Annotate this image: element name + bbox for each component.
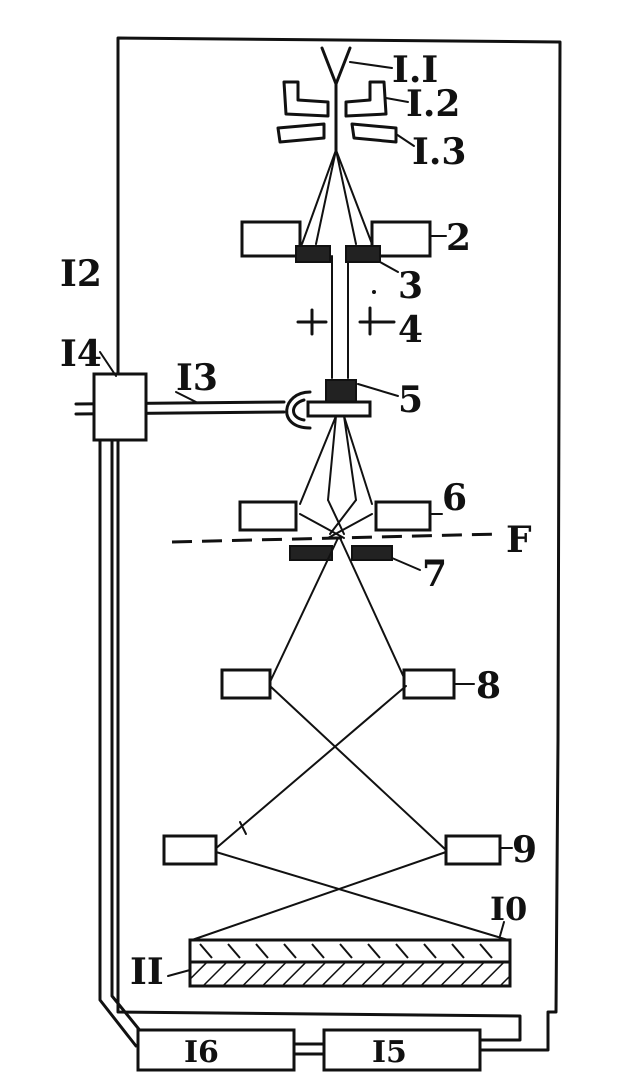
projector-lens-left [162,834,218,866]
cable [98,438,148,1048]
beam-upper [301,149,373,379]
label-8: 8 [476,665,501,707]
label-1-2: I.2 [406,83,460,125]
leader-11 [167,969,191,977]
leader-10 [499,921,505,937]
leader-3 [379,261,399,273]
leader-1-2 [385,97,409,103]
condenser-aperture-right [345,245,381,263]
specimen-holder [92,372,148,442]
focal-plane-line [171,532,501,544]
condenser-lens-right [370,220,432,258]
connector-16-15 [292,1042,326,1056]
objective-lens-left [238,500,298,532]
label-f: F [506,519,532,561]
label-6: 6 [442,477,467,519]
photo-plate [188,960,512,988]
objective-aperture-right [351,545,393,561]
label-5: 5 [398,379,423,421]
label-7: 7 [422,553,447,595]
intermediate-lens-right [402,668,456,700]
anode-left [276,122,326,144]
specimen-stage [306,400,372,418]
cable-right [116,998,522,1042]
fluorescent-screen [188,938,512,964]
label-11: II [130,951,164,993]
label-12: I2 [60,253,102,295]
leader-1-1 [349,61,393,69]
wehnelt-left [282,80,330,118]
deflector-dot [372,290,376,294]
label-2: 2 [446,217,471,259]
label-3: 3 [398,265,423,307]
box-15 [322,1028,482,1072]
leader-7 [391,557,421,571]
intermediate-lens-left [220,668,272,700]
objective-aperture-left [289,545,333,561]
deflector [296,306,396,336]
rod-cup [285,390,312,430]
label-1-1: I.I [392,49,438,91]
condenser-aperture-left [295,245,331,263]
leader-1-3 [395,133,415,147]
objective-lens-right [374,500,432,532]
beam-projector [213,685,447,851]
beam-screen [191,851,509,941]
label-13: I3 [176,357,218,399]
beam-objective [299,415,373,505]
leader-13 [175,391,197,403]
label-10: I0 [490,890,527,928]
column-frame [116,36,562,1052]
anode-right [350,122,398,144]
wehnelt-right [344,80,388,118]
label-9: 9 [512,829,537,871]
label-15: I5 [372,1035,407,1070]
label-16: I6 [184,1035,219,1070]
leader-5 [357,383,399,397]
label-4: 4 [398,309,423,351]
filament [320,46,352,152]
box-16 [136,1028,296,1072]
screen-hatching [199,943,493,959]
rod-cup-inner [292,398,306,422]
beam-crossover [299,499,373,539]
beam-tick [239,821,247,835]
label-1-3: I.3 [412,131,466,173]
label-14: I4 [60,333,102,375]
specimen [325,379,357,403]
beam-intermediate [269,537,407,683]
projector-lens-right [444,834,502,866]
condenser-lens-left [240,220,302,258]
leader-14 [99,351,117,377]
